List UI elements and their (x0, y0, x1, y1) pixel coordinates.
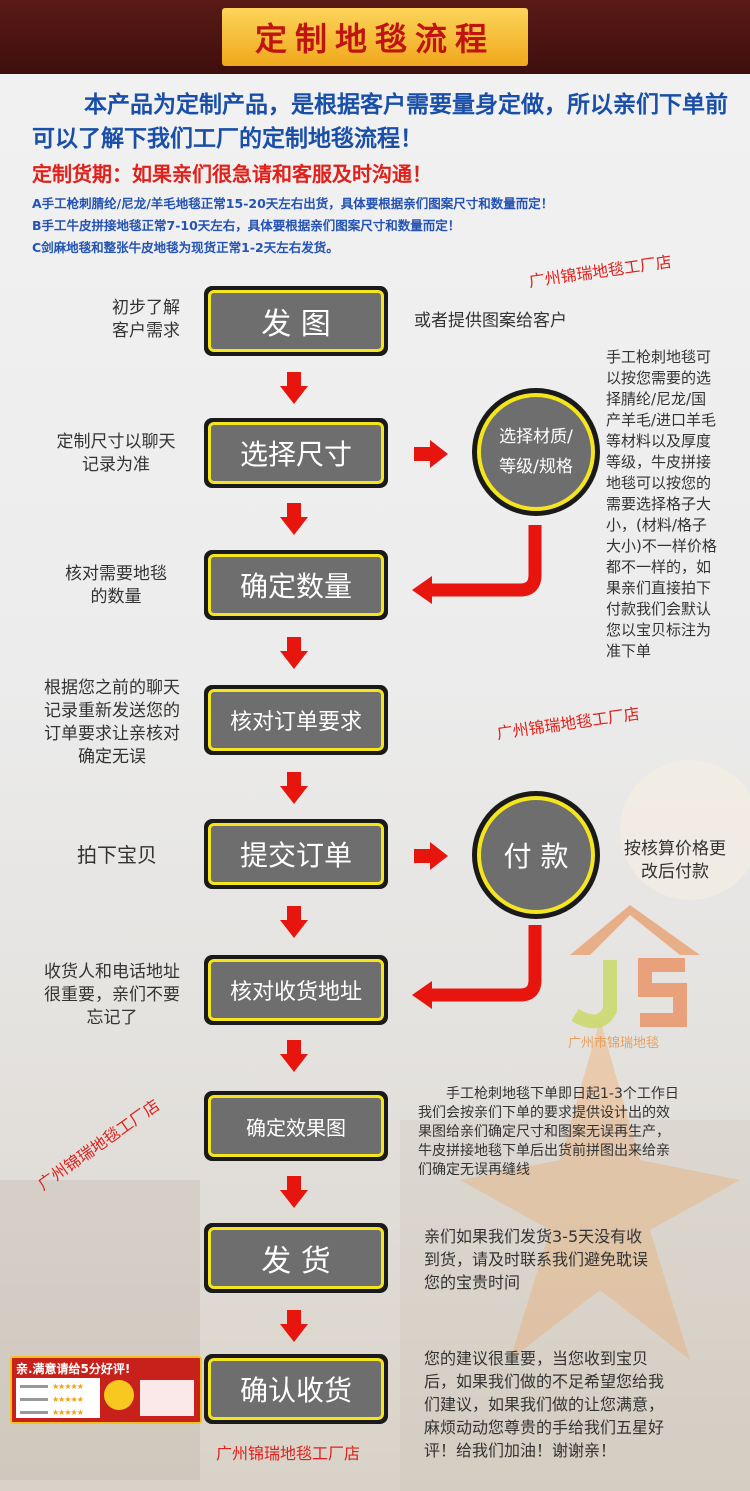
arrow-down-3 (280, 637, 308, 669)
left-label-5: 拍下宝贝 (62, 844, 172, 867)
step-label: 核对订单要求 (230, 704, 362, 736)
rating-panel: ★★★★★ ★★★★★ ★★★★★ (16, 1378, 100, 1418)
review-badge: 亲.满意请给5分好评! ★★★★★ ★★★★★ ★★★★★ (10, 1356, 202, 1424)
step-send-design: 发 图 (204, 286, 388, 356)
arrow-return-payment (412, 925, 535, 1009)
circle-payment-label: 付 款 (504, 835, 569, 875)
star-icon: ★★★★★ (52, 1382, 83, 1391)
arrow-down-8 (280, 1310, 308, 1342)
step-label: 确定数量 (240, 565, 352, 605)
step-confirm-receipt: 确认收货 (204, 1354, 388, 1424)
star-icon: ★★★★★ (52, 1408, 83, 1417)
arrow-down-6 (280, 1040, 308, 1072)
arrow-down-2 (280, 503, 308, 535)
note-material: 手工枪刺地毯可 以按您需要的选 择腈纶/尼龙/国 产羊毛/进口羊毛 等材料以及厚… (606, 347, 746, 662)
review-badge-text: 亲.满意请给5分好评! (16, 1360, 130, 1377)
step-confirm-quantity: 确定数量 (204, 550, 388, 620)
note-effect: 手工枪刺地毯下单即日起1-3个工作日 我们会按亲们下单的要求提供设计出的效 果图… (418, 1085, 744, 1180)
step-label: 确认收货 (240, 1369, 352, 1409)
step-submit-order: 提交订单 (204, 819, 388, 889)
note-shipping: 亲们如果我们发货3-5天没有收 到货，请及时联系我们避免耽误 您的宝贵时间 (424, 1225, 724, 1294)
left-label-6: 收货人和电话地址 很重要，亲们不要 忘记了 (30, 961, 194, 1030)
step-ship: 发 货 (204, 1223, 388, 1293)
circle-material: 选择材质/ 等级/规格 (472, 388, 600, 516)
left-label-1: 初步了解 客户需求 (98, 297, 194, 343)
left-label-2: 定制尺寸以聊天 记录为准 (46, 431, 186, 477)
step-label: 选择尺寸 (240, 433, 352, 473)
circle-material-label: 选择材质/ 等级/规格 (499, 422, 573, 482)
step-label: 核对收货地址 (230, 974, 362, 1006)
badge-info-panel (140, 1380, 194, 1416)
note-payment: 按核算价格更 改后付款 (610, 838, 740, 884)
star-icon: ★★★★★ (52, 1395, 83, 1404)
arrow-right-payment (414, 842, 448, 870)
arrow-down-5 (280, 906, 308, 938)
step-label: 提交订单 (240, 834, 352, 874)
circle-payment: 付 款 (472, 791, 600, 919)
step-confirm-rendering: 确定效果图 (204, 1091, 388, 1161)
arrow-down-1 (280, 372, 308, 404)
step-verify-address: 核对收货地址 (204, 955, 388, 1025)
right-label-1: 或者提供图案给客户 (414, 310, 567, 333)
left-label-3: 核对需要地毯 的数量 (56, 563, 176, 609)
step-label: 发 货 (261, 1236, 331, 1280)
left-label-4: 根据您之前的聊天 记录重新发送您的 订单要求让亲核对 确定无误 (30, 677, 194, 769)
arrow-right-material (414, 440, 448, 468)
step-label: 确定效果图 (246, 1112, 346, 1141)
arrow-down-4 (280, 772, 308, 804)
arrow-return-material (412, 525, 535, 604)
step-select-size: 选择尺寸 (204, 418, 388, 488)
step-label: 发 图 (261, 299, 331, 343)
note-confirm: 您的建议很重要，当您收到宝贝 后，如果我们做的不足希望您给我 们建议，如果我们做… (424, 1347, 744, 1462)
smiley-icon (104, 1380, 134, 1410)
arrow-down-7 (280, 1176, 308, 1208)
step-verify-order: 核对订单要求 (204, 685, 388, 755)
